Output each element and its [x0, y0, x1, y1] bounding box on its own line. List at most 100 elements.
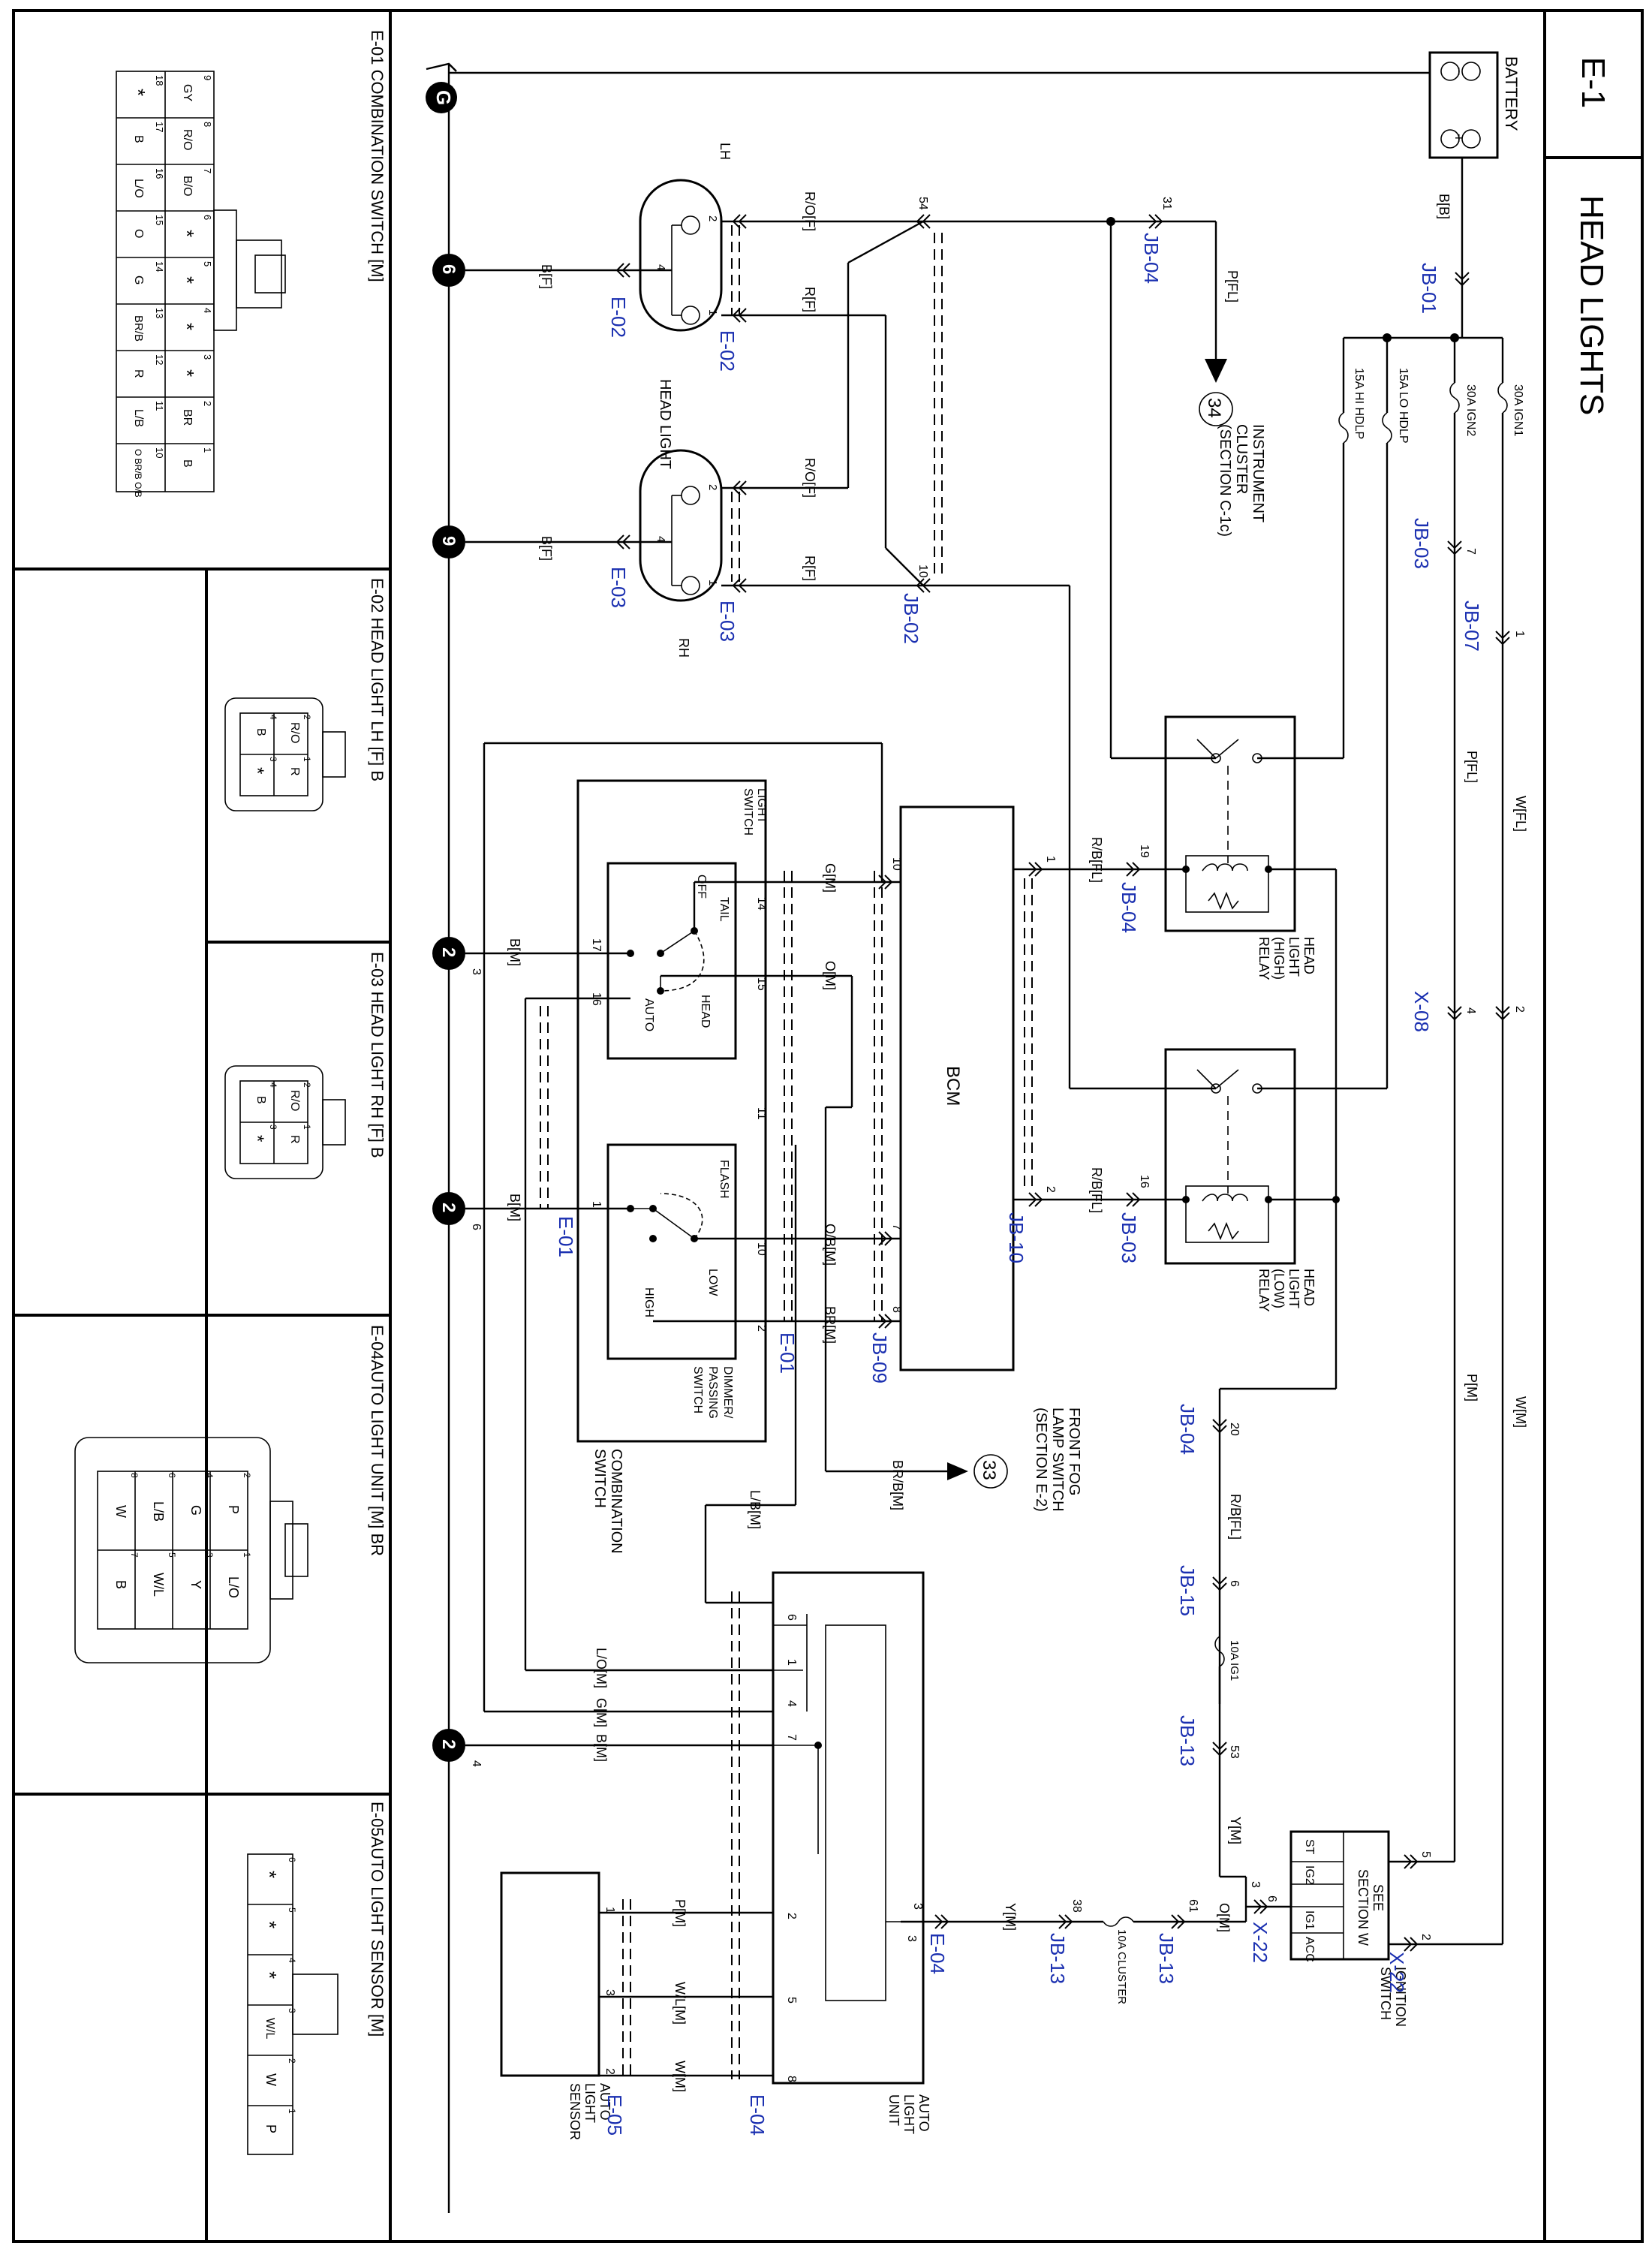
diagram-label: AUTO	[642, 998, 655, 1031]
diagram-label: R[F]	[802, 555, 817, 581]
page-title: HEAD LIGHTS	[1573, 195, 1610, 415]
diagram-label: LIGHT	[1286, 1269, 1301, 1308]
diagram-label: JB-03	[1118, 1212, 1140, 1263]
diagram-label: SWITCH	[691, 1366, 704, 1414]
diagram-label: 3	[287, 2008, 297, 2013]
diagram-label: 2	[302, 715, 312, 720]
diagram-label: L/B	[151, 1501, 166, 1522]
diagram-label: 31	[1160, 197, 1173, 210]
diagram-label: HEAD	[1301, 937, 1316, 974]
diagram-label: 1	[706, 580, 719, 586]
diagram-label: P	[226, 1505, 241, 1514]
diagram-label: HEAD	[1301, 1269, 1316, 1306]
diagram-label: E-05	[603, 2094, 626, 2136]
diagram-label: O[M]	[1217, 1903, 1232, 1932]
diagram-label: 10A CLUSTER	[1115, 1929, 1128, 2004]
diagram-label: 7	[202, 168, 213, 173]
diagram-label: 10	[916, 565, 929, 578]
ignition-switch	[1289, 1830, 1390, 1961]
diagram-label: P[FL]	[1464, 751, 1479, 783]
diagram-label: 4	[785, 1700, 798, 1707]
diagram-label: BR	[181, 409, 194, 426]
e03-connector-face	[224, 1065, 346, 1179]
diagram-label: R/O[F]	[802, 191, 817, 231]
diagram-label: 18	[154, 75, 165, 86]
diagram-label: 5	[785, 1997, 798, 2004]
diagram-label: 53	[1228, 1745, 1241, 1759]
diagram-label: 2	[1044, 1186, 1057, 1193]
diagram-label: HEAD	[699, 995, 712, 1028]
diagram-label: JB-07	[1461, 601, 1483, 652]
diagram-label: −	[1450, 67, 1467, 76]
diagram-label: 1	[590, 1201, 603, 1208]
diagram-label: Y	[188, 1580, 203, 1589]
diagram-label: 1	[1513, 631, 1526, 637]
diagram-label: W[M]	[1513, 1396, 1528, 1428]
diagram-label: E-02 HEAD LIGHT LH [F] B	[368, 578, 387, 781]
diagram-label: G	[188, 1505, 203, 1516]
diagram-label: HEAD LIGHT	[657, 379, 673, 469]
diagram-label: SEE	[1371, 1884, 1386, 1911]
diagram-label: 11	[154, 401, 165, 411]
diagram-label: 19	[1138, 844, 1151, 858]
diagram-label: 1	[785, 1659, 798, 1666]
diagram-label: 1	[242, 1552, 252, 1558]
diagram-label: SECTION W	[1356, 1869, 1371, 1946]
diagram-label: 7	[1464, 548, 1477, 555]
light-switch	[606, 862, 737, 1060]
diagram-label: Y[M]	[1228, 1817, 1243, 1844]
diagram-label: 2	[1419, 1934, 1432, 1940]
diagram-label: 11	[755, 1107, 768, 1120]
diagram-label: B[F]	[539, 536, 554, 561]
diagram-label: B	[254, 728, 267, 736]
diagram-label: 10	[890, 857, 903, 871]
diagram-label: 3	[268, 757, 278, 762]
diagram-label: L/O	[226, 1576, 241, 1598]
diagram-label: JB-02	[900, 593, 922, 644]
diagram-label: E-03	[607, 567, 630, 608]
diagram-label: B[M]	[507, 938, 522, 966]
e05-connector-face	[247, 1853, 339, 2155]
diagram-label: 7	[785, 1734, 798, 1741]
diagram-label: 3	[1249, 1881, 1262, 1888]
diagram-label: 5	[287, 1907, 297, 1913]
diagram-label: B	[181, 459, 194, 468]
diagram-label: 3	[911, 1903, 924, 1910]
diagram-label: JB-15	[1176, 1565, 1199, 1616]
diagram-label: 2	[202, 401, 213, 406]
diagram-label: 8	[890, 1306, 903, 1313]
diagram-label: 20	[1228, 1423, 1241, 1436]
diagram-label: RELAY	[1256, 1269, 1271, 1312]
diagram-label: 3	[204, 1552, 215, 1558]
connector-jb01: JB-01	[1418, 263, 1440, 314]
diagram-label: 1	[202, 447, 213, 453]
diagram-label: E-04	[746, 2094, 769, 2136]
diagram-label: L/O	[132, 179, 145, 198]
battery	[1428, 51, 1499, 159]
diagram-label: W/L	[263, 2018, 276, 2040]
relay-high	[1164, 715, 1296, 932]
auto-light-unit	[772, 1571, 925, 2085]
diagram-label: *	[258, 1971, 281, 1979]
diagram-label: 1	[287, 2109, 297, 2114]
diagram-label: B	[254, 1096, 267, 1104]
diagram-label: SENSOR	[567, 2083, 582, 2140]
diagram-label: 14	[755, 897, 768, 911]
diagram-label: R/O[F]	[802, 458, 817, 498]
diagram-label: 2	[706, 484, 719, 490]
diagram-label: INSTRUMENT	[1250, 424, 1266, 522]
diagram-label: *	[127, 89, 149, 96]
diagram-label: 17	[154, 122, 165, 132]
diagram-label: JB-13	[1046, 1933, 1069, 1984]
diagram-label: CLUSTER	[1233, 424, 1250, 494]
dimmer-passing-switch	[606, 1143, 737, 1360]
diagram-label: LIGHT	[755, 788, 768, 823]
head-light-rh	[639, 449, 723, 602]
diagram-label: 6	[167, 1473, 177, 1478]
diagram-label: 4	[202, 308, 213, 313]
diagram-label: *	[176, 369, 198, 377]
diagram-label: LIGHT	[901, 2094, 916, 2134]
diagram-label: Y[M]	[1003, 1903, 1018, 1931]
diagram-label: X-22	[1249, 1922, 1271, 1963]
